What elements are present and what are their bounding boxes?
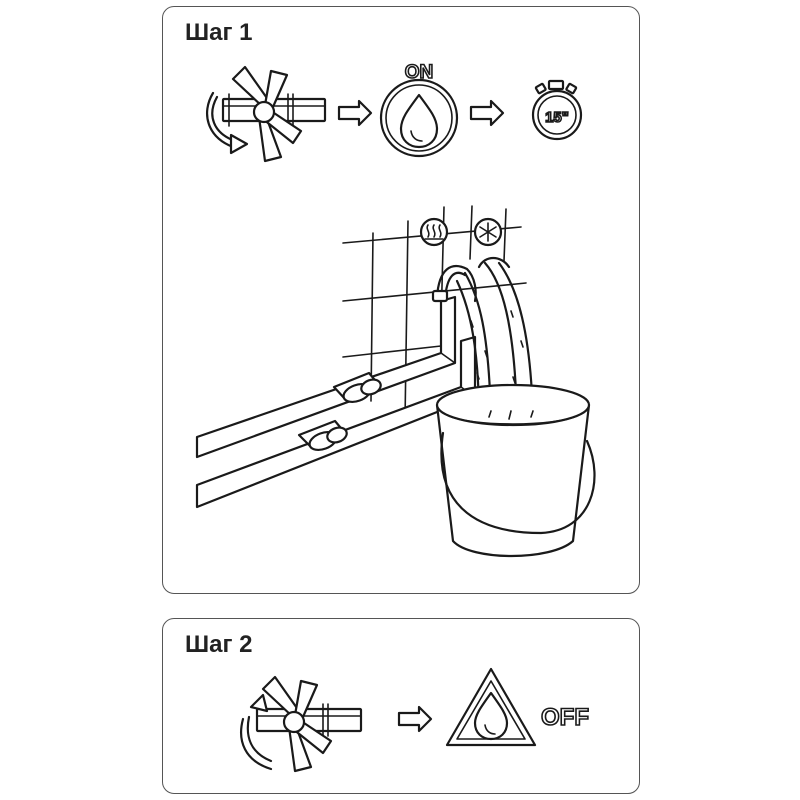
arrow-right-icon bbox=[339, 101, 371, 125]
valve-open-icon bbox=[207, 67, 325, 161]
water-on-knob-icon: ON bbox=[381, 62, 457, 156]
bucket-icon bbox=[437, 385, 595, 556]
stopwatch-icon: 15" bbox=[533, 81, 581, 139]
hot-water-icon bbox=[421, 219, 447, 245]
valve-close-icon bbox=[241, 677, 361, 771]
cold-water-icon bbox=[475, 219, 501, 245]
timer-label: 15" bbox=[545, 109, 569, 126]
arrow-right-icon bbox=[399, 707, 431, 731]
water-off-icon: OFF bbox=[447, 669, 589, 745]
arrow-right-icon bbox=[471, 101, 503, 125]
on-label: ON bbox=[405, 62, 434, 83]
step-1-illustration: ON 15" bbox=[163, 7, 641, 595]
step-2-panel: Шаг 2 OFF bbox=[162, 618, 640, 794]
step-1-panel: Шаг 1 bbox=[162, 6, 640, 594]
step-2-illustration: OFF bbox=[163, 619, 641, 795]
off-label: OFF bbox=[541, 704, 589, 731]
